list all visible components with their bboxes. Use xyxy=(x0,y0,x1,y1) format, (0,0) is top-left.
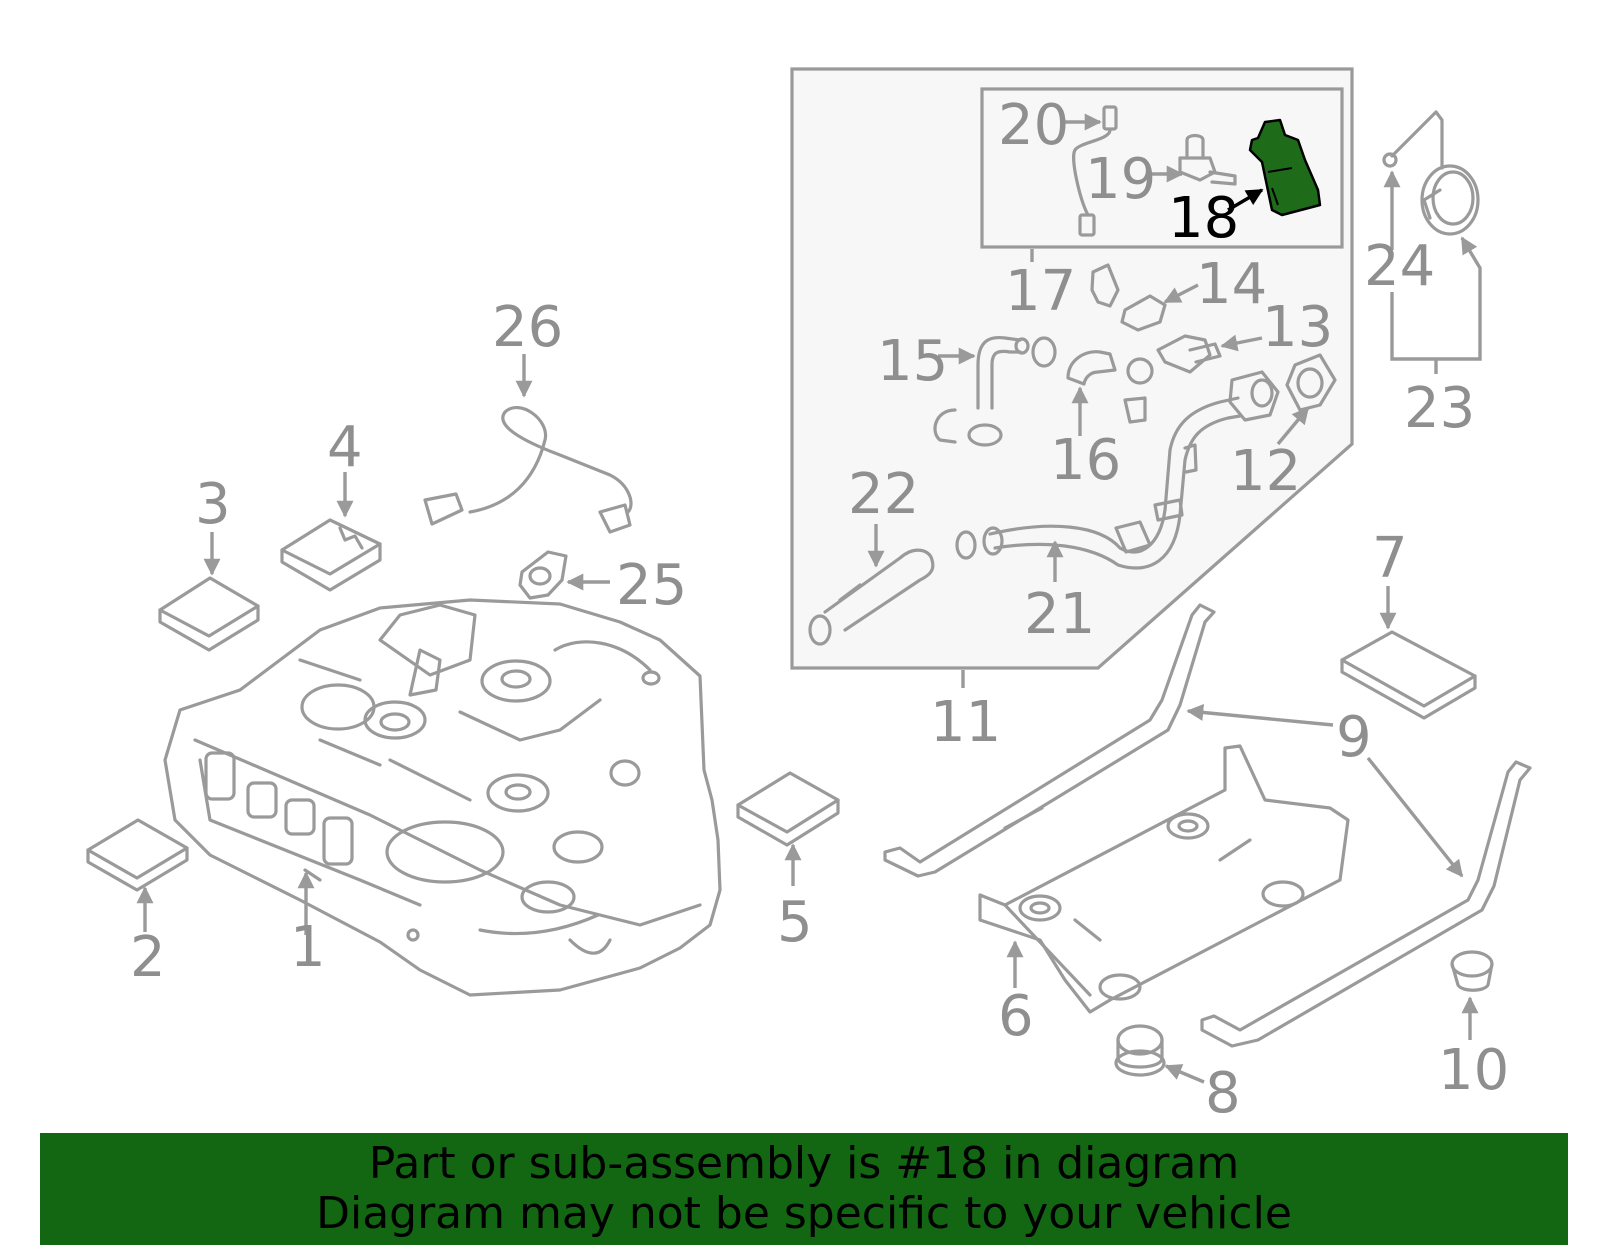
banner-line-1: Part or sub-assembly is #18 in diagram xyxy=(368,1138,1240,1189)
callout-13: 13 xyxy=(1262,295,1333,360)
strap-part-9-rear[interactable] xyxy=(1200,760,1532,1048)
bracket-part-14[interactable] xyxy=(1120,294,1167,332)
gasket-part-12[interactable] xyxy=(1285,353,1337,412)
harness-part-26[interactable] xyxy=(423,406,633,534)
callout-19: 19 xyxy=(1085,147,1156,212)
pad-part-5[interactable] xyxy=(736,771,840,847)
valve-part-13[interactable] xyxy=(1156,334,1222,374)
callout-2: 2 xyxy=(130,925,166,990)
elbow-part-16[interactable] xyxy=(1066,350,1154,424)
callout-18: 18 xyxy=(1168,186,1239,251)
hose-part-22[interactable] xyxy=(808,548,935,646)
pad-part-2[interactable] xyxy=(86,818,189,892)
callout-1: 1 xyxy=(290,915,326,980)
callout-24: 24 xyxy=(1364,234,1435,299)
hose-part-15[interactable] xyxy=(933,335,1057,447)
callout-12: 12 xyxy=(1230,439,1301,504)
harness-part-20[interactable] xyxy=(1072,105,1118,237)
callout-3: 3 xyxy=(195,472,231,537)
callout-15: 15 xyxy=(877,329,948,394)
grommet-part-8[interactable] xyxy=(1114,1024,1166,1077)
callout-6: 6 xyxy=(998,984,1034,1049)
callout-5: 5 xyxy=(777,890,813,955)
callout-9: 9 xyxy=(1336,705,1372,770)
strap-part-9-front[interactable] xyxy=(883,603,1216,878)
callout-16: 16 xyxy=(1050,428,1121,493)
callout-4: 4 xyxy=(327,415,363,480)
callout-14: 14 xyxy=(1196,252,1267,317)
pad-part-7[interactable] xyxy=(1340,630,1477,720)
pad-part-4[interactable] xyxy=(280,518,382,592)
callout-17: 17 xyxy=(1005,259,1076,324)
fuel-door-part-23[interactable] xyxy=(1382,110,1480,236)
callout-25: 25 xyxy=(616,553,687,618)
hose-part-21[interactable] xyxy=(955,526,1004,560)
callout-22: 22 xyxy=(848,462,919,527)
banner-line-2: Diagram may not be specific to your vehi… xyxy=(316,1188,1292,1239)
sensor-part-25[interactable] xyxy=(518,550,568,600)
callout-20: 20 xyxy=(998,93,1069,158)
fuel-tank-part-1[interactable] xyxy=(163,598,722,997)
callout-7: 7 xyxy=(1372,526,1408,591)
callout-23: 23 xyxy=(1404,376,1475,441)
grommet-part-10[interactable] xyxy=(1450,950,1494,992)
heat-shield-part-6[interactable] xyxy=(978,744,1350,1014)
callout-11: 11 xyxy=(930,690,1001,755)
callout-8: 8 xyxy=(1205,1061,1241,1126)
callout-10: 10 xyxy=(1438,1038,1509,1103)
pad-part-3[interactable] xyxy=(158,576,260,652)
info-banner: Part or sub-assembly is #18 in diagram D… xyxy=(40,1133,1568,1245)
callout-26: 26 xyxy=(492,295,563,360)
fuel-sender-part-18[interactable] xyxy=(1248,118,1322,217)
clip-part-17[interactable] xyxy=(1090,263,1120,308)
callout-21: 21 xyxy=(1024,582,1095,647)
